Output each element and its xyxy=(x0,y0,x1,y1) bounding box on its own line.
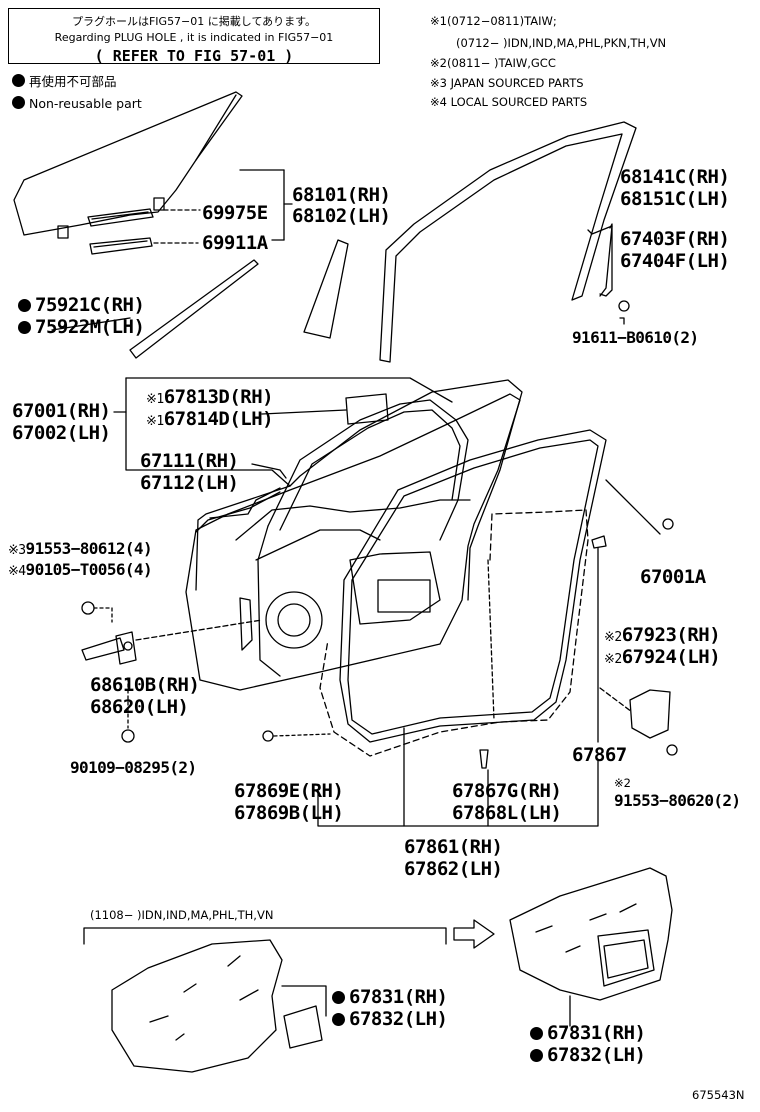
part-68620: 68620(LH) xyxy=(90,696,189,718)
pillar-garnish xyxy=(303,239,349,339)
footnote-4: ※4 LOCAL SOURCED PARTS xyxy=(430,95,588,109)
bolt-90109 xyxy=(121,729,135,743)
legend-jp: 再使用不可部品 xyxy=(12,74,117,89)
part-67111: 67111(RH) xyxy=(140,450,239,472)
door-check xyxy=(629,689,671,739)
part-68610B: 68610B(RH) xyxy=(90,674,200,696)
figure-id: 675543N xyxy=(692,1088,745,1102)
part-67814D: ※167814D(LH) xyxy=(146,408,274,430)
part-67001A: 67001A xyxy=(640,566,706,588)
door-glass xyxy=(13,91,243,236)
part-90109: 90109−08295(2) xyxy=(70,758,197,777)
arrow-right xyxy=(453,919,495,949)
footnote-3: ※3 JAPAN SOURCED PARTS xyxy=(430,76,584,90)
part-67112: 67112(LH) xyxy=(140,472,239,494)
part-67861: 67861(RH) xyxy=(404,836,503,858)
outer-pad xyxy=(345,393,389,425)
non-reusable-dot-icon xyxy=(530,1049,543,1062)
non-reusable-dot-icon xyxy=(332,1013,345,1026)
part-67831-right: 67831(RH) xyxy=(530,1024,646,1043)
glass-clip-front xyxy=(57,225,69,239)
part-67404F: 67404F(LH) xyxy=(620,250,730,272)
mark-2-label: ※2 xyxy=(614,776,631,790)
clip-67001A xyxy=(662,518,674,530)
part-67867: 67867 xyxy=(572,744,627,766)
header-note-line2: Regarding PLUG HOLE , it is indicated in… xyxy=(54,31,334,44)
header-note-line1: プラグホールはFIG57−01 に掲載してあります。 xyxy=(71,15,317,28)
clip-67867G xyxy=(479,749,489,769)
legend-en: Non-reusable part xyxy=(12,96,142,111)
part-68151C: 68151C(LH) xyxy=(620,188,730,210)
part-67868L: 67868L(LH) xyxy=(452,802,562,824)
part-69975E: 69975E xyxy=(202,202,268,224)
non-reusable-dot-icon xyxy=(12,96,25,109)
bolt-91553-80620 xyxy=(666,744,678,756)
part-75921C: 75921C(RH) xyxy=(18,296,145,315)
part-69911A: 69911A xyxy=(202,232,268,254)
glass-run-channel xyxy=(379,121,637,363)
part-67869B: 67869B(LH) xyxy=(234,802,344,824)
part-91553-80620: 91553−80620(2) xyxy=(614,791,741,810)
non-reusable-dot-icon xyxy=(332,991,345,1004)
part-67832-right: 67832(LH) xyxy=(530,1046,646,1065)
header-note-box: プラグホールはFIG57−01 に掲載してあります。 Regarding PLU… xyxy=(8,8,380,65)
door-weatherstrip xyxy=(339,429,607,743)
part-90105-T0056: ※490105−T0056(4) xyxy=(8,560,153,579)
clip-67869E xyxy=(262,730,274,742)
part-68101: 68101(RH) xyxy=(292,184,391,206)
opening-trim-dashed xyxy=(319,509,589,757)
part-67813D: ※167813D(RH) xyxy=(146,386,274,408)
non-reusable-dot-icon xyxy=(18,321,31,334)
part-67869E: 67869E(RH) xyxy=(234,780,344,802)
part-68102: 68102(LH) xyxy=(292,205,391,227)
part-67832-left: 67832(LH) xyxy=(332,1010,448,1029)
glass-channel-lower xyxy=(89,237,153,255)
part-67867G: 67867G(RH) xyxy=(452,780,562,802)
door-hinge xyxy=(81,631,137,665)
glass-channel-upper xyxy=(87,208,154,227)
footnote-2: ※2(0811− )TAIW,GCC xyxy=(430,56,556,70)
footnote-1a: ※1(0712−0811)TAIW; xyxy=(430,14,557,28)
part-67862: 67862(LH) xyxy=(404,858,503,880)
part-91553-80612: ※391553−80612(4) xyxy=(8,539,153,558)
part-67002: 67002(LH) xyxy=(12,422,111,444)
patch-piece xyxy=(283,1005,323,1049)
non-reusable-dot-icon xyxy=(18,299,31,312)
part-67924: ※267924(LH) xyxy=(604,646,721,668)
service-hole-cover-right xyxy=(509,867,673,1001)
header-note-line3: ( REFER TO FIG 57-01 ) xyxy=(94,47,294,65)
bolt-90105 xyxy=(81,601,95,615)
screw-91611 xyxy=(618,300,630,312)
part-67923: ※267923(RH) xyxy=(604,624,721,646)
footnote-1b: (0712− )IDN,IND,MA,PHL,PKN,TH,VN xyxy=(456,36,667,50)
part-91611: 91611−B0610(2) xyxy=(572,328,699,347)
bottom-note: (1108− )IDN,IND,MA,PHL,TH,VN xyxy=(90,908,274,922)
part-67001: 67001(RH) xyxy=(12,400,111,422)
part-75922M: 75922M(LH) xyxy=(18,318,145,337)
clip-67867 xyxy=(591,535,607,549)
non-reusable-dot-icon xyxy=(12,74,25,87)
part-67831-left: 67831(RH) xyxy=(332,988,448,1007)
service-hole-cover-left xyxy=(111,939,283,1073)
part-67403F: 67403F(RH) xyxy=(620,228,730,250)
non-reusable-dot-icon xyxy=(530,1027,543,1040)
glass-clip-rear xyxy=(153,197,165,211)
part-68141C: 68141C(RH) xyxy=(620,166,730,188)
belt-moulding xyxy=(129,259,259,359)
door-frame-outer xyxy=(195,379,523,601)
